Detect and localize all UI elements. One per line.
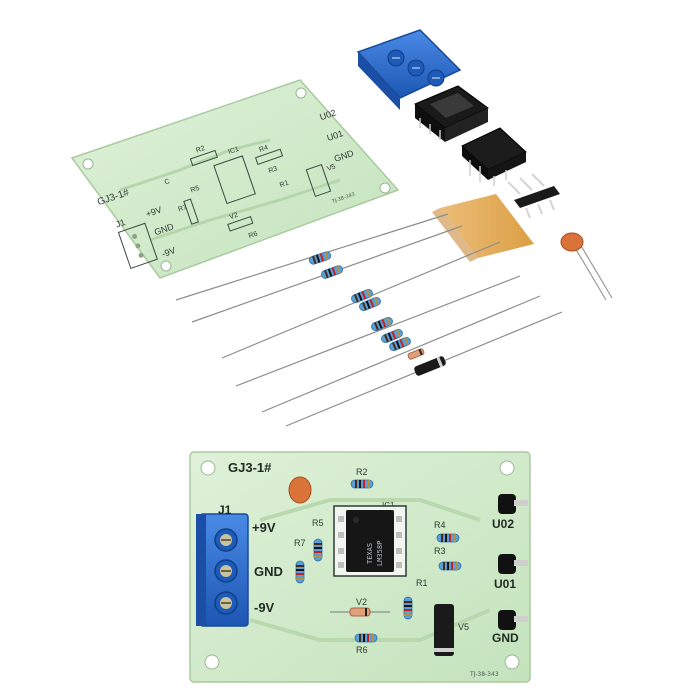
board-r5: R5 bbox=[312, 518, 324, 528]
board-ic-chip bbox=[346, 510, 394, 572]
board-v5: V5 bbox=[458, 622, 469, 632]
kit-v2: V2 bbox=[229, 212, 239, 221]
board-resistor-r7 bbox=[295, 560, 305, 584]
kit-r3: R3 bbox=[268, 165, 279, 175]
board-pwr-pos: +9V bbox=[252, 520, 276, 535]
board-resistor-r4 bbox=[436, 533, 460, 543]
board-v2: V2 bbox=[356, 597, 367, 607]
terminal-block-part bbox=[356, 29, 462, 110]
kit-ic-outline bbox=[213, 155, 256, 205]
kit-r4: R4 bbox=[258, 144, 269, 154]
board-diode-v2 bbox=[330, 607, 390, 617]
board-output-pins bbox=[498, 494, 528, 630]
board-r2: R2 bbox=[356, 467, 368, 477]
ceramic-capacitor-part bbox=[560, 232, 613, 301]
board-title: GJ3-1# bbox=[228, 460, 272, 475]
board-pwr-neg: -9V bbox=[254, 600, 275, 615]
board-diode-v5 bbox=[434, 604, 454, 656]
board-out-gnd: GND bbox=[492, 631, 519, 645]
board-out1: U01 bbox=[494, 577, 516, 591]
board-resistor-r6 bbox=[354, 633, 378, 643]
board-capacitor bbox=[288, 476, 312, 504]
resistor-a bbox=[307, 250, 333, 266]
resistor-b bbox=[319, 263, 345, 281]
board-resistor-r2 bbox=[350, 479, 374, 489]
kit-r7: R7 bbox=[177, 204, 188, 214]
resistor-strip bbox=[175, 194, 563, 427]
bare-pcb: GJ3-1# J1 +9V GND -9V C R2 IC1 R5 R7 R4 … bbox=[70, 79, 400, 279]
board-r6: R6 bbox=[356, 645, 368, 655]
board-gnd: GND bbox=[254, 564, 283, 579]
op-amp-chip-part bbox=[461, 127, 527, 186]
kit-terminal-outline bbox=[117, 222, 158, 269]
diode-small-part bbox=[407, 348, 425, 360]
board-r1: R1 bbox=[416, 578, 428, 588]
board-r4: R4 bbox=[434, 520, 446, 530]
board-code: TJ-38-343 bbox=[469, 671, 499, 678]
kit-v5: V5 bbox=[326, 163, 336, 172]
kit-cap-label: C bbox=[164, 178, 171, 186]
assembled-pcb: GJ3-1# J1 +9V GND -9V R2 IC1 bbox=[189, 451, 531, 683]
diode-large-part bbox=[414, 356, 446, 376]
kit-j1-label: J1 bbox=[114, 217, 126, 230]
kit-r5: R5 bbox=[190, 185, 201, 195]
kit-pwr-neg: -9V bbox=[160, 245, 177, 259]
header-pins-part bbox=[507, 173, 560, 219]
board-resistor-r1 bbox=[403, 596, 413, 620]
board-resistor-r3 bbox=[438, 561, 462, 571]
board-out2: U02 bbox=[492, 517, 514, 531]
board-r3: R3 bbox=[434, 546, 446, 556]
board-j1-label: J1 bbox=[218, 503, 232, 517]
kit-r2: R2 bbox=[195, 145, 206, 155]
kit-r1: R1 bbox=[279, 180, 290, 190]
board-resistor-r5 bbox=[313, 538, 323, 562]
kit-r6: R6 bbox=[248, 230, 259, 240]
board-r7: R7 bbox=[294, 538, 306, 548]
board-terminal-block bbox=[196, 513, 249, 627]
ic-socket-part bbox=[414, 85, 489, 142]
board-ic-brand: TEXAS bbox=[366, 543, 374, 564]
kit-ic-label: IC1 bbox=[227, 146, 240, 156]
board-ic-part: LM358P bbox=[376, 541, 384, 566]
